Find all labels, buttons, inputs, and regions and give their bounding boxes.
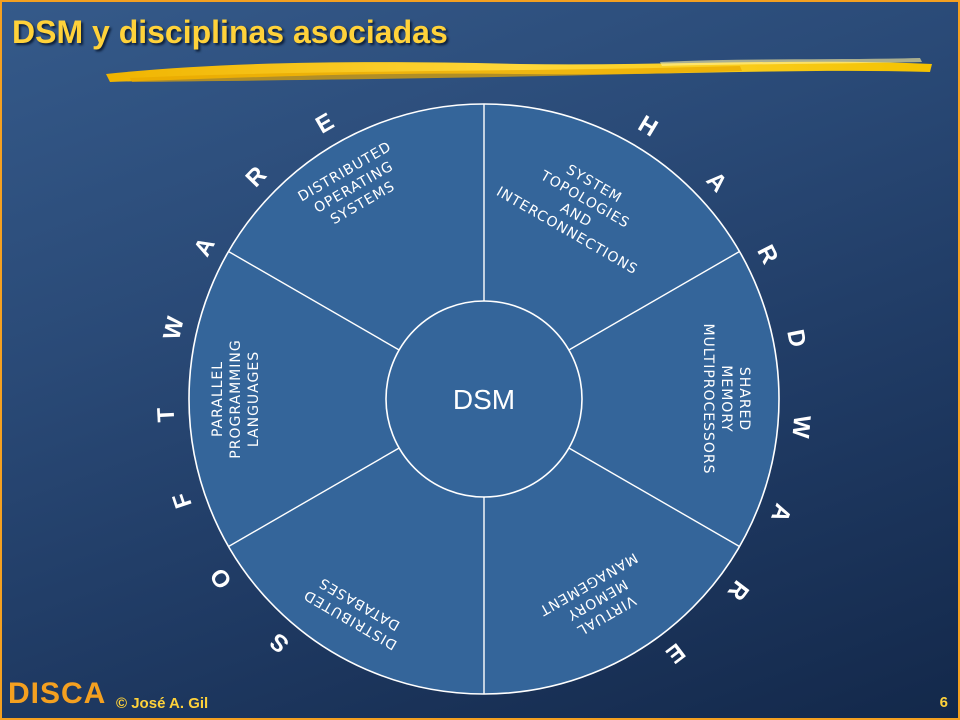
arc-hardware-letter: D xyxy=(781,327,811,349)
segment-label-line: MULTIPROCESSORS xyxy=(700,323,716,474)
arc-hardware-letter: H xyxy=(633,110,662,142)
arc-software-letter: T xyxy=(153,407,181,423)
wheel-spoke xyxy=(228,447,400,548)
center-label-dsm: DSM xyxy=(453,384,515,415)
page-number: 6 xyxy=(939,694,948,711)
segment-label-line: MEMORY xyxy=(718,365,734,432)
arc-software-letter: F xyxy=(167,489,197,512)
arc-software-letter: O xyxy=(205,563,238,594)
copyright-text: © José A. Gil xyxy=(116,695,209,712)
arc-software-letter: R xyxy=(241,161,272,192)
segment-parallel-programming: PARALLEL PROGRAMMING LANGUAGES xyxy=(210,339,262,458)
arc-letters: S O F T W A R E H A R D W A R E xyxy=(153,108,816,669)
arc-software-letter: A xyxy=(189,233,221,261)
segment-shared-memory: SHARED MEMORY MULTIPROCESSORS xyxy=(700,323,752,474)
arc-software-letter: S xyxy=(265,627,295,658)
segment-label-line: PROGRAMMING xyxy=(228,339,244,458)
arc-software-letter: E xyxy=(311,108,338,139)
segment-label-line: SHARED xyxy=(736,367,752,431)
title-underline-brush xyxy=(106,58,932,82)
arc-hardware-letter: R xyxy=(722,575,754,605)
arc-hardware-letter: W xyxy=(786,414,815,439)
wheel-spoke xyxy=(568,447,740,548)
arc-software-letter: W xyxy=(158,314,189,342)
segment-label-line: PARALLEL xyxy=(210,361,226,437)
slide-title: DSM y disciplinas asociadas xyxy=(12,14,448,50)
wheel-spoke xyxy=(228,250,400,351)
segment-label-line: LANGUAGES xyxy=(246,351,262,447)
arc-hardware-letter: A xyxy=(765,500,796,526)
arc-hardware-letter: A xyxy=(701,167,733,198)
arc-hardware-letter: R xyxy=(751,241,783,269)
arc-hardware-letter: E xyxy=(661,637,690,668)
disca-logo: DISCA xyxy=(8,677,107,710)
wheel xyxy=(188,103,780,695)
wheel-spoke xyxy=(568,250,740,351)
